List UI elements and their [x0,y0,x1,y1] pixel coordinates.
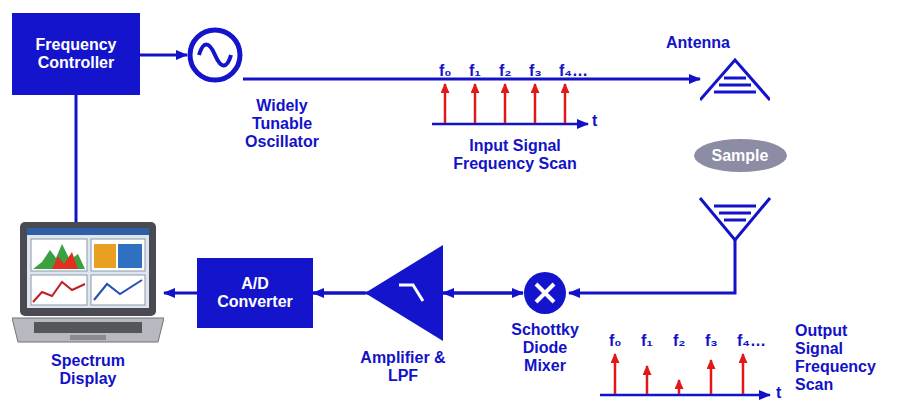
chart-title: Input Signal Frequency Scan [437,137,593,173]
chart-title: Output Signal Frequency Scan [795,322,887,394]
laptop-outline [12,222,164,346]
axis-label: f₂ [673,332,685,350]
node-text: Sample [712,147,769,165]
signal-connector [140,54,187,57]
axis-label: t [776,384,781,402]
axis-label: f₂ [499,62,511,80]
axis-label: f₁ [641,332,653,350]
mixer-circle: Schottky Diode Mixer [523,271,567,315]
signal-wire [569,240,735,293]
amp-outline [365,245,443,341]
node-label: Amplifier & LPF [355,349,451,385]
signal-connector [443,292,523,295]
node-text: Frequency Controller [12,36,140,72]
oscillator-circle: Widely Tunable Oscillator [187,27,243,83]
converter-box: A/D Converter [197,258,313,328]
axis-label: f₁ [469,62,481,80]
time-axis [600,394,770,397]
signal-connector [164,292,197,295]
receive-antenna [700,198,770,240]
axis-label: f₄… [559,62,588,80]
signal-connector [313,292,365,295]
axis-label: f₄… [737,332,766,350]
axis-label: f₀ [439,62,452,80]
mixer-outline [523,271,567,315]
controller-box: Frequency Controller [12,13,140,95]
node-label: Schottky Diode Mixer [500,321,590,375]
laptop-display: Spectrum Display [12,222,164,346]
axis-label: f₀ [609,332,622,350]
node-label: Antenna [638,34,730,52]
signal-connector [75,95,78,222]
transmit-antenna: Antenna [700,56,770,102]
hornDown-outline [700,56,770,102]
node-label: Spectrum Display [30,352,146,388]
axis-label: f₃ [529,62,542,80]
time-axis [432,123,588,126]
sample-ellipse: Sample [694,139,787,172]
axis-label: f₃ [705,332,718,350]
node-text: A/D Converter [197,275,313,311]
node-label: Widely Tunable Oscillator [232,97,332,151]
axis-label: t [592,112,597,130]
osc-outline [187,27,243,83]
output-frequency-spikes [615,354,743,394]
amplifier-triangle: Amplifier & LPF [365,245,443,341]
input-frequency-spikes [445,84,565,123]
